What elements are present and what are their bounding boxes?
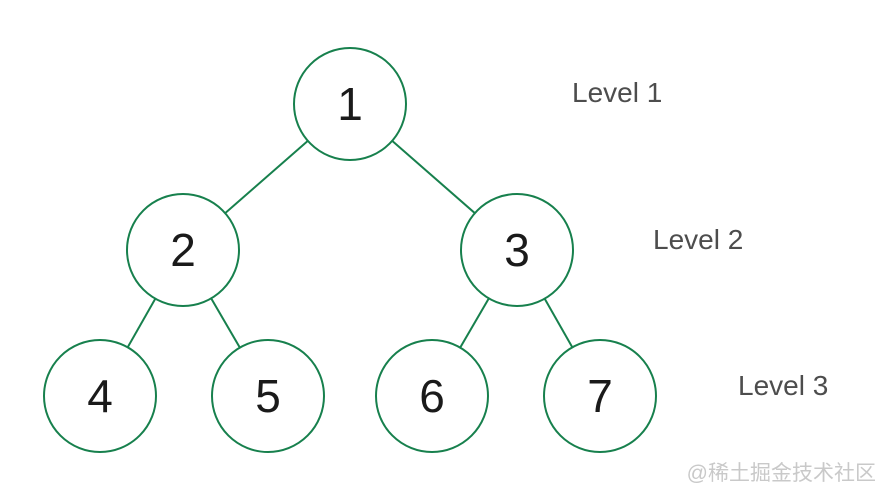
tree-node-value-7: 7 xyxy=(587,370,613,422)
level-label-3: Level 3 xyxy=(738,370,829,401)
tree-node-value-6: 6 xyxy=(419,370,445,422)
watermark: @稀土掘金技术社区 xyxy=(686,462,876,485)
tree-node-2: 2 xyxy=(126,193,240,307)
tree-node-value-5: 5 xyxy=(255,370,281,422)
tree-node-circle-1 xyxy=(293,47,407,161)
tree-node-3: 3 xyxy=(460,193,574,307)
tree-node-circle-2 xyxy=(126,193,240,307)
tree-node-6: 6 xyxy=(375,339,489,453)
level-label-2: Level 2 xyxy=(653,224,744,255)
tree-node-value-4: 4 xyxy=(87,370,113,422)
tree-node-circle-4 xyxy=(43,339,157,453)
tree-node-value-2: 2 xyxy=(170,224,196,276)
tree-node-circle-6 xyxy=(375,339,489,453)
tree-node-5: 5 xyxy=(211,339,325,453)
tree-node-value-3: 3 xyxy=(504,224,530,276)
level-label-1: Level 1 xyxy=(572,77,663,108)
tree-node-1: 1 xyxy=(293,47,407,161)
tree-node-4: 4 xyxy=(43,339,157,453)
tree-node-7: 7 xyxy=(543,339,657,453)
tree-node-circle-7 xyxy=(543,339,657,453)
tree-node-circle-5 xyxy=(211,339,325,453)
tree-node-circle-3 xyxy=(460,193,574,307)
tree-node-value-1: 1 xyxy=(337,78,363,130)
